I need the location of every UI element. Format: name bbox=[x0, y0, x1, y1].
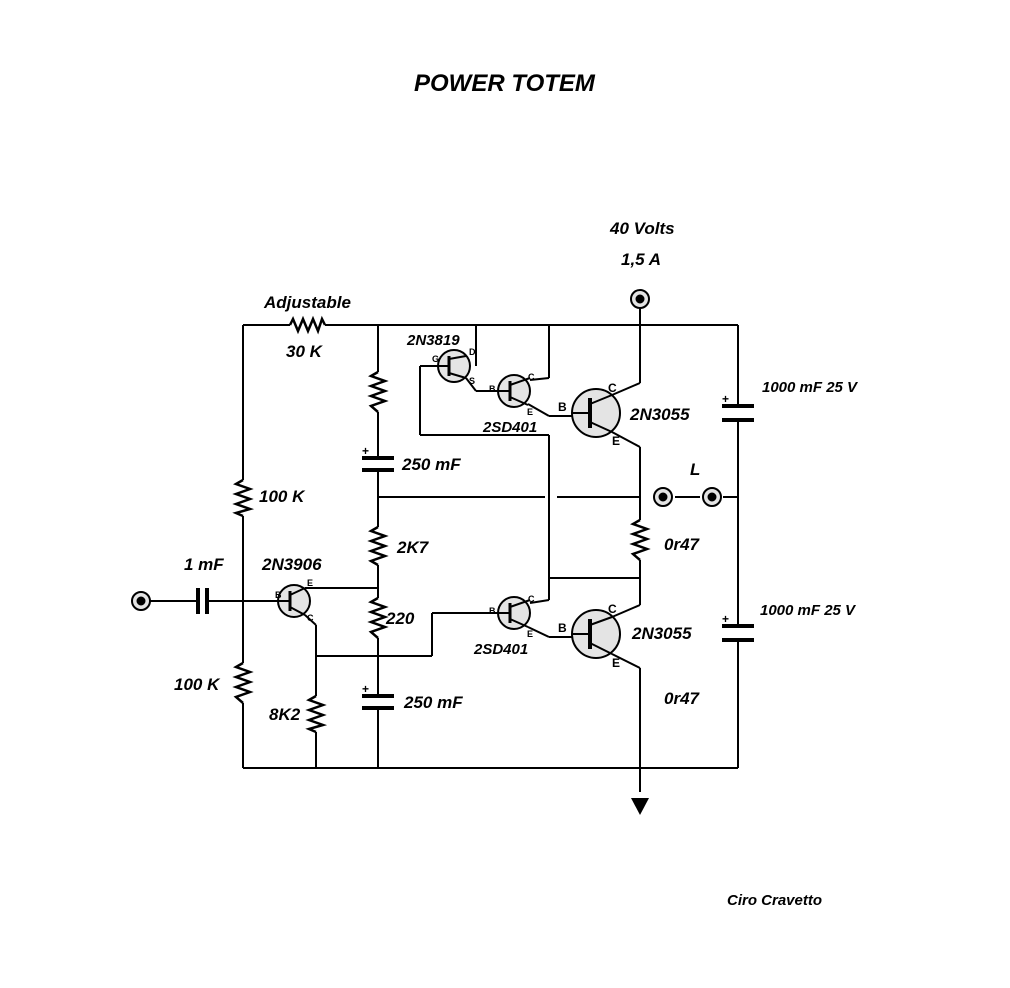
q-lower-driver-label: 2SD401 bbox=[474, 641, 529, 658]
r-emitter-bottom-label: 0r47 bbox=[664, 689, 699, 708]
q-lower-power-label: 2N3055 bbox=[632, 624, 692, 643]
svg-text:+: + bbox=[722, 612, 729, 626]
resistor-220 bbox=[367, 596, 389, 639]
svg-text:E: E bbox=[307, 578, 313, 588]
c-250-bottom-label: 250 mF bbox=[404, 693, 463, 712]
transistor-2n3055-upper-body bbox=[571, 388, 621, 438]
plus-sign: + bbox=[362, 444, 369, 458]
svg-text:C: C bbox=[307, 613, 314, 623]
svg-text:D: D bbox=[469, 347, 476, 357]
adjustable-label: Adjustable bbox=[264, 293, 351, 312]
q-upper-driver-label: 2SD401 bbox=[483, 419, 538, 436]
c-input-label: 1 mF bbox=[184, 555, 224, 574]
svg-text:B: B bbox=[558, 621, 567, 635]
resistor-0r47 bbox=[629, 518, 651, 561]
resistor-100k-top bbox=[232, 478, 255, 518]
r-100k-top-label: 100 K bbox=[259, 487, 305, 506]
svg-text:B: B bbox=[275, 590, 282, 600]
author-signature: Ciro Cravetto bbox=[727, 892, 823, 909]
svg-text:C: C bbox=[608, 381, 617, 395]
page-title: POWER TOTEM bbox=[414, 70, 595, 97]
resistor-30k bbox=[288, 315, 327, 335]
svg-text:E: E bbox=[612, 434, 620, 448]
supply-voltage: 40 Volts bbox=[610, 219, 675, 238]
resistor-8k2 bbox=[305, 694, 328, 734]
resistor-2k7 bbox=[367, 525, 389, 567]
jfet-label: 2N3819 bbox=[407, 332, 460, 349]
svg-text:B: B bbox=[489, 384, 496, 394]
q-input-label: 2N3906 bbox=[262, 555, 322, 574]
svg-text:C: C bbox=[528, 372, 535, 382]
q-upper-power-label: 2N3055 bbox=[630, 405, 690, 424]
svg-text:C: C bbox=[608, 602, 617, 616]
r-2k7-label: 2K7 bbox=[397, 538, 429, 557]
c-250-top-label: 250 mF bbox=[402, 455, 461, 474]
r-220-label: 220 bbox=[386, 609, 415, 628]
svg-text:E: E bbox=[612, 656, 620, 670]
ground-icon bbox=[631, 798, 649, 815]
svg-text:E: E bbox=[527, 629, 533, 639]
svg-text:+: + bbox=[722, 392, 729, 406]
resistor-r1 bbox=[367, 370, 389, 413]
load-label: L bbox=[690, 460, 701, 479]
transistor-2n3055-lower-body bbox=[571, 609, 621, 659]
supply-current: 1,5 A bbox=[621, 250, 662, 269]
r-30k-label: 30 K bbox=[286, 342, 322, 361]
svg-text:B: B bbox=[558, 400, 567, 414]
resistor-100k-bottom bbox=[232, 661, 254, 704]
c-out-bottom-label: 1000 mF 25 V bbox=[760, 602, 856, 619]
svg-text:+: + bbox=[362, 682, 369, 696]
pin-g: G bbox=[432, 354, 439, 364]
svg-text:C: C bbox=[528, 594, 535, 604]
svg-text:S: S bbox=[469, 376, 475, 386]
r-100k-bottom-label: 100 K bbox=[174, 675, 220, 694]
c-out-top-label: 1000 mF 25 V bbox=[762, 379, 858, 396]
r-emitter-top-label: 0r47 bbox=[664, 535, 699, 554]
r-8k2-label: 8K2 bbox=[269, 705, 301, 724]
svg-text:E: E bbox=[527, 407, 533, 417]
svg-text:B: B bbox=[489, 606, 496, 616]
